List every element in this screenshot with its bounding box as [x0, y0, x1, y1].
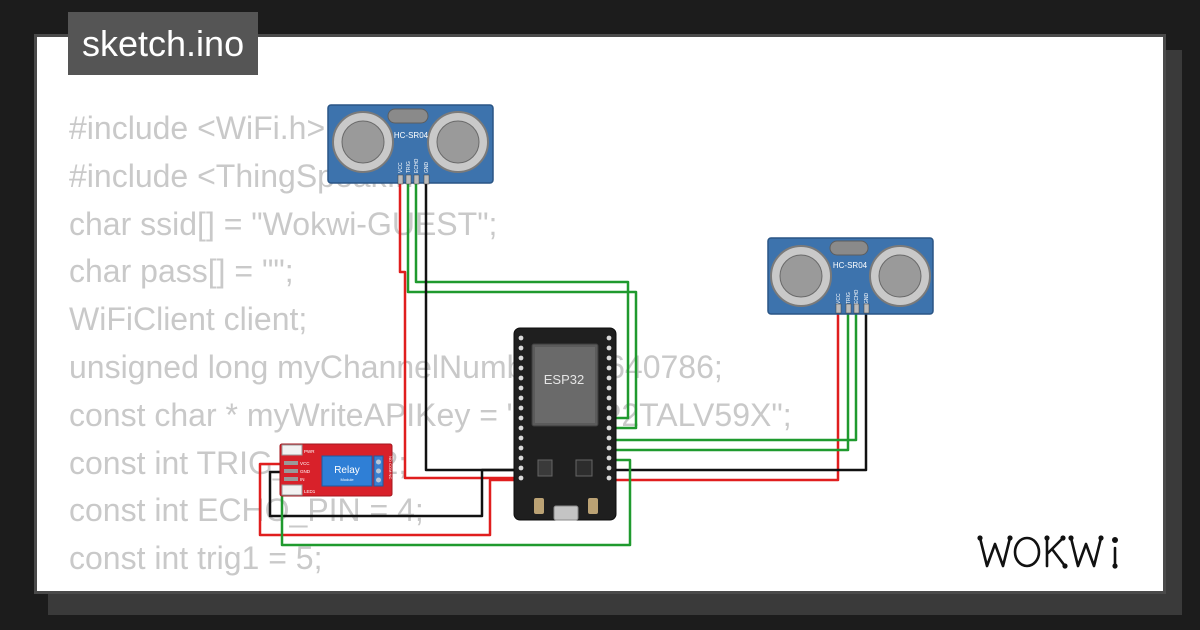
sensor-2-pin-label: ECHO	[854, 289, 860, 304]
sensor-2-pin-label: GND	[864, 293, 870, 305]
sensor-2-pin-label: TRIG	[846, 292, 852, 304]
relay-terminal-label: NO COM NC	[388, 456, 393, 479]
relay-module[interactable]: PWR LED1 VCC GND IN Relay Module NO COM …	[279, 443, 393, 497]
wire-sensor1-trig	[406, 182, 638, 430]
code-line: char pass[] = "";	[69, 253, 294, 290]
relay-pin-label: IN	[300, 477, 305, 482]
code-line: const int echo1 = 18;	[69, 583, 792, 591]
sensor-2-pin-label: VCC	[836, 293, 842, 304]
relay-title: Relay	[334, 465, 360, 476]
relay-led-label: LED1	[304, 489, 316, 494]
ultrasonic-sensor-1[interactable]: HC-SR04 VCC TRIG ECHO GND	[327, 104, 494, 185]
code-line: char ssid[] = "Wokwi-GUEST";	[69, 205, 498, 242]
esp32-board[interactable]: ESP32	[513, 327, 617, 521]
preview-card: #include <WiFi.h>#include <ThingSpeak.h>…	[34, 34, 1166, 594]
wire-relay-gnd	[268, 468, 516, 518]
wire-relay-vcc	[258, 462, 516, 537]
relay-subtitle: Module	[340, 477, 354, 482]
esp32-label: ESP32	[544, 372, 584, 387]
sensor-1-pin-label: ECHO	[414, 158, 420, 173]
wire-sensor1-echo	[414, 182, 630, 420]
wire-sensor2-gnd	[612, 312, 868, 472]
code-line: const int ECHO_PIN = 4;	[69, 492, 424, 529]
wire-sensor1-gnd	[424, 182, 516, 472]
relay-pin-label: VCC	[300, 461, 310, 466]
filename-tab: sketch.ino	[68, 12, 259, 75]
sensor-1-pin-label: GND	[424, 162, 430, 174]
sensor-1-label: HC-SR04	[394, 131, 429, 140]
relay-pin-label: GND	[300, 469, 311, 474]
wire-sensor2-vcc	[612, 312, 840, 482]
code-line: WiFiClient client;	[69, 301, 308, 338]
code-line: const int trig1 = 5;	[69, 540, 323, 577]
code-line: #include <WiFi.h>	[69, 110, 326, 146]
sensor-2-label: HC-SR04	[833, 261, 868, 270]
wire-sensor2-trig	[612, 312, 850, 452]
sensor-1-pin-label: VCC	[398, 162, 404, 173]
sensor-1-pin-label: TRIG	[406, 161, 412, 173]
wire-sensor2-echo	[612, 312, 858, 442]
wokwi-logo	[977, 535, 1118, 569]
ultrasonic-sensor-2[interactable]: HC-SR04 VCC TRIG ECHO GND	[767, 237, 934, 315]
code-line: unsigned long myChannelNumber = 2640786;	[69, 348, 723, 385]
relay-led-label: PWR	[304, 449, 315, 454]
wire-sensor1-vcc	[398, 182, 516, 480]
